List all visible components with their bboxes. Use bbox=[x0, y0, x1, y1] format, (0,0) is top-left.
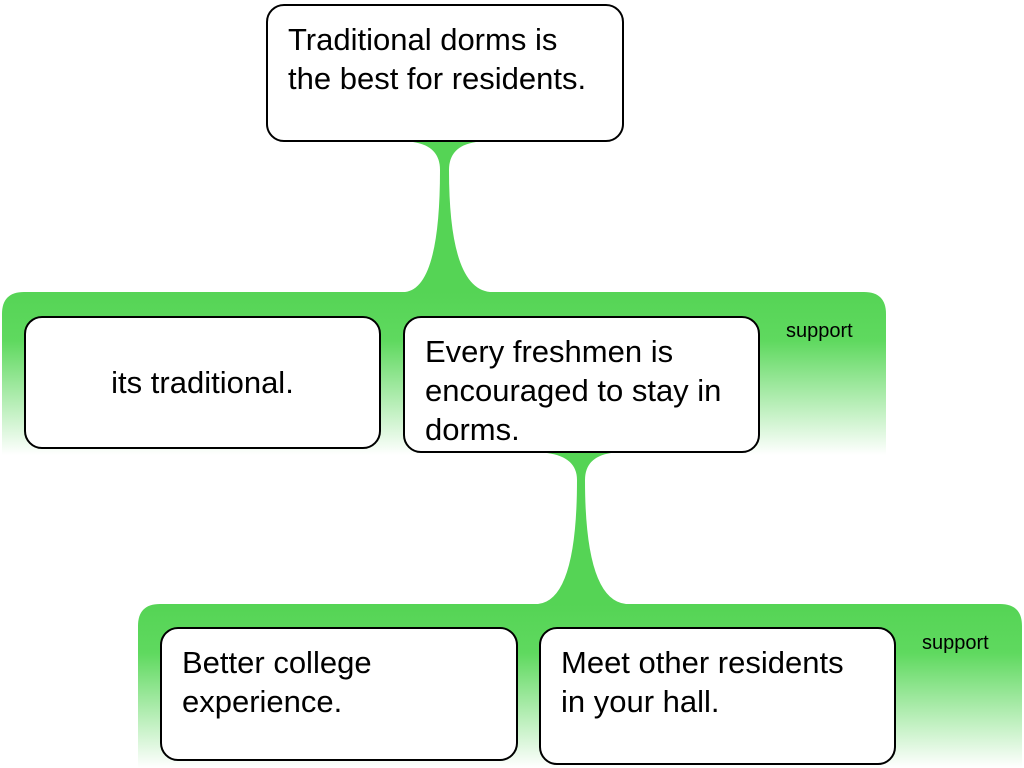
reason-box[interactable]: Every freshmen is encouraged to stay in … bbox=[403, 316, 760, 453]
reason-text: its traditional. bbox=[111, 365, 294, 400]
reason-text: Meet other residents in your hall. bbox=[561, 645, 844, 719]
reason-box[interactable]: Better college experience. bbox=[160, 627, 518, 761]
reason-text: Better college experience. bbox=[182, 645, 372, 719]
root-claim[interactable]: Traditional dorms is the best for reside… bbox=[266, 4, 624, 142]
group1-label: support bbox=[786, 320, 853, 342]
reason-box[interactable]: Meet other residents in your hall. bbox=[539, 627, 896, 765]
reason-text: Every freshmen is encouraged to stay in … bbox=[425, 334, 722, 447]
reason-box[interactable]: its traditional. bbox=[24, 316, 381, 449]
root-claim-text: Traditional dorms is the best for reside… bbox=[288, 22, 587, 96]
connector-reason-group2 bbox=[538, 453, 626, 604]
connector-root-group1 bbox=[405, 142, 490, 292]
group2-label: support bbox=[922, 632, 989, 654]
